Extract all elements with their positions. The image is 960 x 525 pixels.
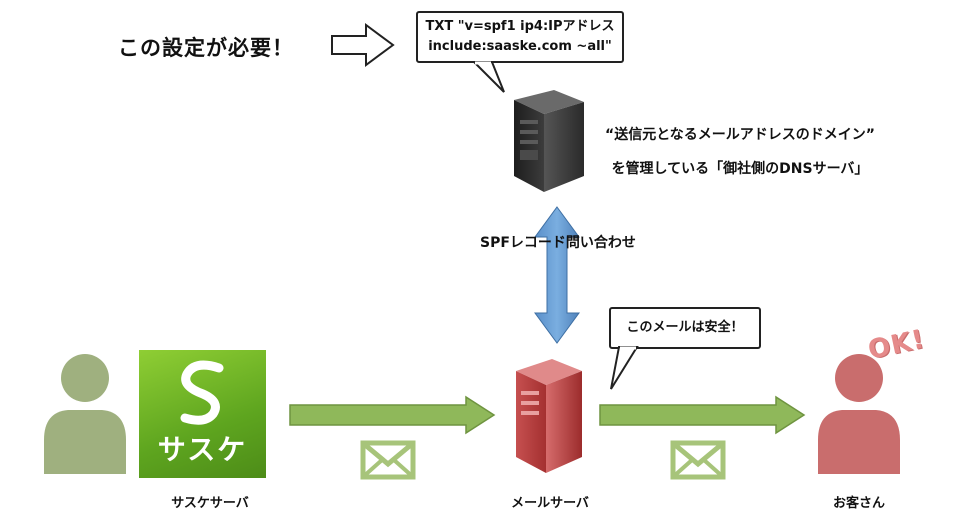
hollow-arrow-icon (331, 23, 395, 67)
envelope-icon (670, 440, 726, 480)
send-arrow-icon (289, 395, 496, 435)
envelope-icon (360, 440, 416, 480)
dns-note-line1: “送信元となるメールアドレスのドメイン” (605, 127, 875, 143)
sender-person-icon (44, 354, 126, 474)
sasuke-s-icon (180, 360, 224, 425)
spf-query-double-arrow-icon (534, 206, 580, 344)
dns-note-line2: を管理している「御社側のDNSサーバ」 (611, 161, 869, 177)
dns-server-note: “送信元となるメールアドレスのドメイン” を管理している「御社側のDNSサーバ」 (560, 118, 920, 186)
ok-mark: OK! (865, 324, 928, 366)
safe-message-bubble: このメールは安全！ (609, 307, 761, 349)
txt-record-line1: TXT "v=spf1 ip4:IPアドレス (425, 19, 615, 34)
logo-text: サスケ (157, 433, 248, 466)
caption-customer: お客さん (832, 496, 885, 511)
txt-record-line2: include:saaske.com ~all" (428, 39, 612, 54)
sasuke-logo: サスケ (139, 350, 266, 478)
caption-mail-server: メールサーバ (511, 496, 589, 511)
dns-server-icon (514, 90, 584, 192)
mail-server-icon (516, 359, 582, 473)
deliver-arrow-icon (599, 395, 806, 435)
spf-query-label: SPFレコード問い合わせ (480, 235, 636, 251)
caption-sasuke-server: サスケサーバ (171, 496, 249, 511)
headline: この設定が必要！ (118, 36, 294, 60)
bubble-tail (610, 346, 639, 390)
txt-record-bubble: TXT "v=spf1 ip4:IPアドレス include:saaske.co… (416, 11, 624, 63)
bubble-tail (471, 61, 505, 93)
customer-person-icon (818, 354, 900, 474)
